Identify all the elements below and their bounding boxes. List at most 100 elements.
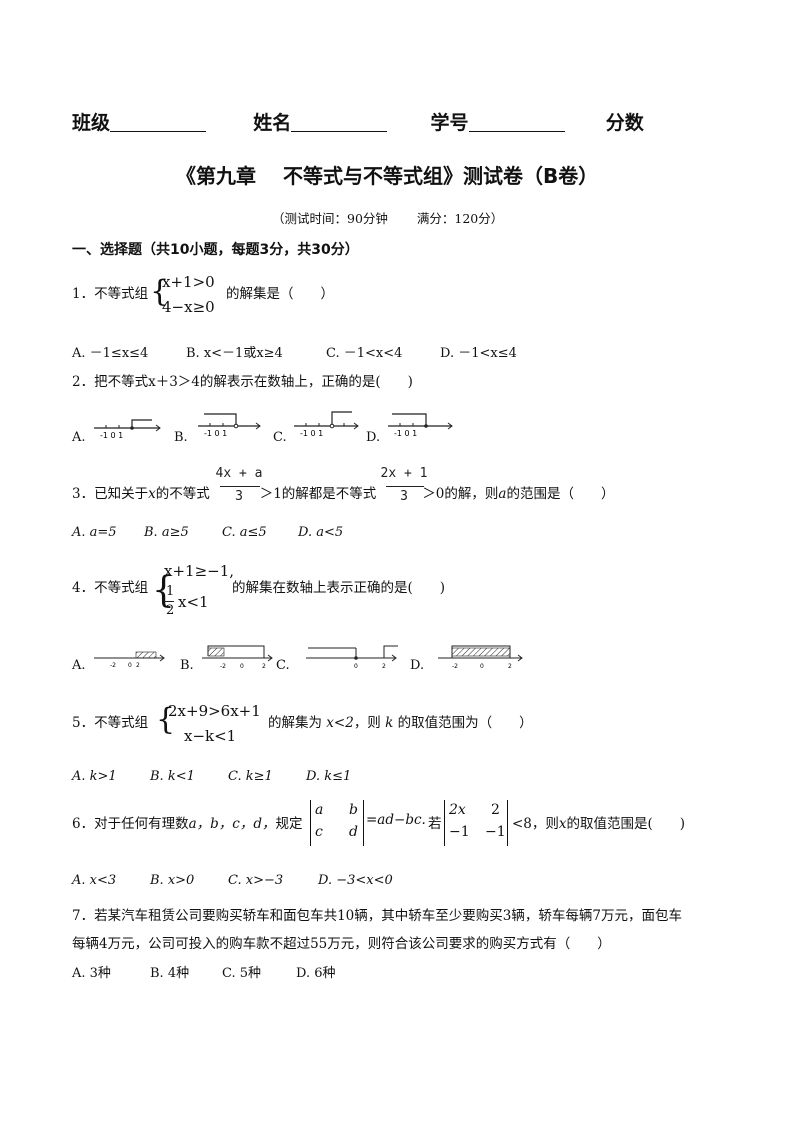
page-subtitle: （测试时间：90分钟 满分：120分） <box>272 211 504 226</box>
q6-vars: a，b，c，d， <box>188 816 276 832</box>
q6-option-a[interactable]: A. x<3 <box>72 873 117 888</box>
q1-prefix: 1．不等式组 <box>72 286 149 302</box>
q5-prefix: 5．不等式组 <box>72 715 149 731</box>
q6-suffix2: 的取值范围是( ) <box>566 816 686 832</box>
q6-m2-c: −1 <box>449 824 470 840</box>
q3-mid3: ＞0的解，则 <box>422 486 499 502</box>
q4-frac-den: 2 <box>166 603 175 618</box>
q7-option-a[interactable]: A. 3种 <box>72 966 111 981</box>
q1-option-b[interactable]: B. x<－1或x≥4 <box>186 346 283 361</box>
q1-option-a[interactable]: A. －1≤x≤4 <box>72 346 149 361</box>
q2-numberline-c: -1 0 1 <box>294 411 359 438</box>
q4-suffix: 的解集在数轴上表示正确的是( ) <box>232 580 446 596</box>
q5-option-d[interactable]: D. k≤1 <box>306 769 352 784</box>
q2-option-d[interactable]: D. <box>366 430 381 445</box>
q4-numberline-b: -2 0 2 <box>202 645 273 670</box>
q1-suffix: 的解集是（ ） <box>226 286 334 302</box>
q7-option-c[interactable]: C. 5种 <box>222 966 262 981</box>
q5-var: k <box>385 715 394 731</box>
q3-suffix: 的范围是（ ） <box>506 486 615 502</box>
header-row: 班级 姓名 学号 分数 <box>72 108 644 135</box>
q3-prefix: 3．已知关于 <box>72 486 149 502</box>
q4-c-tick-2: 2 <box>382 663 386 670</box>
q2-numberline-a: -1 0 1 <box>94 419 161 440</box>
q4-option-a[interactable]: A. <box>72 658 86 673</box>
q4-numberline-a: -2 0 2 <box>94 651 165 669</box>
id-blank[interactable] <box>468 113 565 132</box>
class-label: 班级 <box>72 112 111 134</box>
q7-option-b[interactable]: B. 4种 <box>150 966 190 981</box>
q3-var: x <box>148 486 156 502</box>
q4-a-tick-3: 2 <box>136 662 140 669</box>
q7-line1: 7．若某汽车租赁公司要购买轿车和面包车共10辆，其中轿车至少要购买3辆，轿车每辆… <box>72 908 682 924</box>
q3-var2: a <box>498 486 507 502</box>
q7-option-d[interactable]: D. 6种 <box>296 966 336 981</box>
class-blank[interactable] <box>110 113 207 132</box>
q6-mid2: 若 <box>428 816 442 832</box>
q3-option-b[interactable]: B. a≥5 <box>144 525 189 540</box>
q2-numberline-d: -1 0 1 <box>388 413 453 438</box>
q3-frac1-line <box>220 486 260 487</box>
q6-m1-b: b <box>349 802 358 818</box>
section-heading: 一、选择题（共10小题，每题3分，共30分） <box>72 242 359 258</box>
q2-a-ticks: -1 0 1 <box>100 431 123 440</box>
q4-line2: x<1 <box>178 593 209 611</box>
q6-prefix: 6．对于任何有理数 <box>72 816 189 832</box>
q2-text: 2．把不等式x＋3＞4的解表示在数轴上，正确的是( ) <box>72 374 413 390</box>
q4-line1: x+1≥−1, <box>164 562 235 580</box>
q2-b-ticks: -1 0 1 <box>204 429 227 438</box>
q2-option-c[interactable]: C. <box>273 430 287 445</box>
q5-suffix: 的取值范围为（ ） <box>397 715 533 731</box>
q2-option-b[interactable]: B. <box>174 430 188 445</box>
q4-numberline-c: 0 2 <box>306 645 398 670</box>
q2-option-a[interactable]: A. <box>72 430 86 445</box>
q1-option-d[interactable]: D. －1<x≤4 <box>440 346 517 361</box>
q3-option-d[interactable]: D. a<5 <box>298 525 344 540</box>
q6-m1-d: d <box>349 824 358 840</box>
q4-d-tick-3: 2 <box>508 663 512 670</box>
q1-line2: 4−x≥0 <box>162 298 215 316</box>
id-label: 学号 <box>430 112 469 134</box>
q4-option-b[interactable]: B. <box>180 658 194 673</box>
q3-option-a[interactable]: A. a=5 <box>72 525 117 540</box>
q5-option-c[interactable]: C. k≥1 <box>228 769 273 784</box>
q6-mid: 规定 <box>275 816 303 832</box>
q1-line1: x+1>0 <box>162 273 215 291</box>
name-label: 姓名 <box>253 112 292 134</box>
q4-b-tick-3: 2 <box>262 663 266 670</box>
q2-c-ticks: -1 0 1 <box>300 429 323 438</box>
q6-var: x <box>558 816 567 832</box>
q4-brace: { <box>152 570 175 611</box>
q6-option-d[interactable]: D. −3<x<0 <box>318 873 393 888</box>
q2-d-ticks: -1 0 1 <box>394 429 417 438</box>
q4-frac-num: 1 <box>166 584 175 599</box>
q1-option-c[interactable]: C. －1<x<4 <box>326 346 403 361</box>
q6-option-c[interactable]: C. x>−3 <box>228 873 284 888</box>
q6-matrix-1: a b c d <box>310 800 364 846</box>
q3-line: 3．已知关于x的不等式＞1的解都是不等式＞0的解，则a的范围是（ ） <box>72 482 614 502</box>
q7-line2: 每辆4万元，公司可投入的购车款不超过55万元，则符合该公司要求的购买方式有（ ） <box>72 936 611 952</box>
q4-numberline-d: -2 0 2 <box>438 645 523 670</box>
q5-cond: x<2 <box>326 715 354 731</box>
q5-option-a[interactable]: A. k>1 <box>72 769 117 784</box>
q3-frac2-den: 3 <box>400 489 408 504</box>
q6-m2-a: 2x <box>449 802 466 818</box>
q5-line1: 2x+9>6x+1 <box>168 702 261 720</box>
q3-frac2-num: 2x + 1 <box>380 466 428 481</box>
q6-option-b[interactable]: B. x>0 <box>150 873 195 888</box>
q3-frac1-den: 3 <box>235 489 243 504</box>
q4-option-c[interactable]: C. <box>276 658 290 673</box>
q1-brace: { <box>150 274 170 309</box>
q4-a-tick-1: -2 <box>110 662 116 669</box>
q4-prefix: 4．不等式组 <box>72 580 149 596</box>
q6-m1-a: a <box>315 802 324 818</box>
q5-line2: x−k<1 <box>184 727 237 745</box>
q6-eq: =ad−bc. <box>366 812 426 828</box>
q5-option-b[interactable]: B. k<1 <box>150 769 195 784</box>
q3-frac2-line <box>386 486 424 487</box>
q6-line-start: 6．对于任何有理数a，b，c，d，规定 <box>72 812 303 832</box>
q6-m1-c: c <box>315 824 323 840</box>
name-blank[interactable] <box>291 113 388 132</box>
q3-option-c[interactable]: C. a≤5 <box>222 525 267 540</box>
q4-option-d[interactable]: D. <box>410 658 425 673</box>
